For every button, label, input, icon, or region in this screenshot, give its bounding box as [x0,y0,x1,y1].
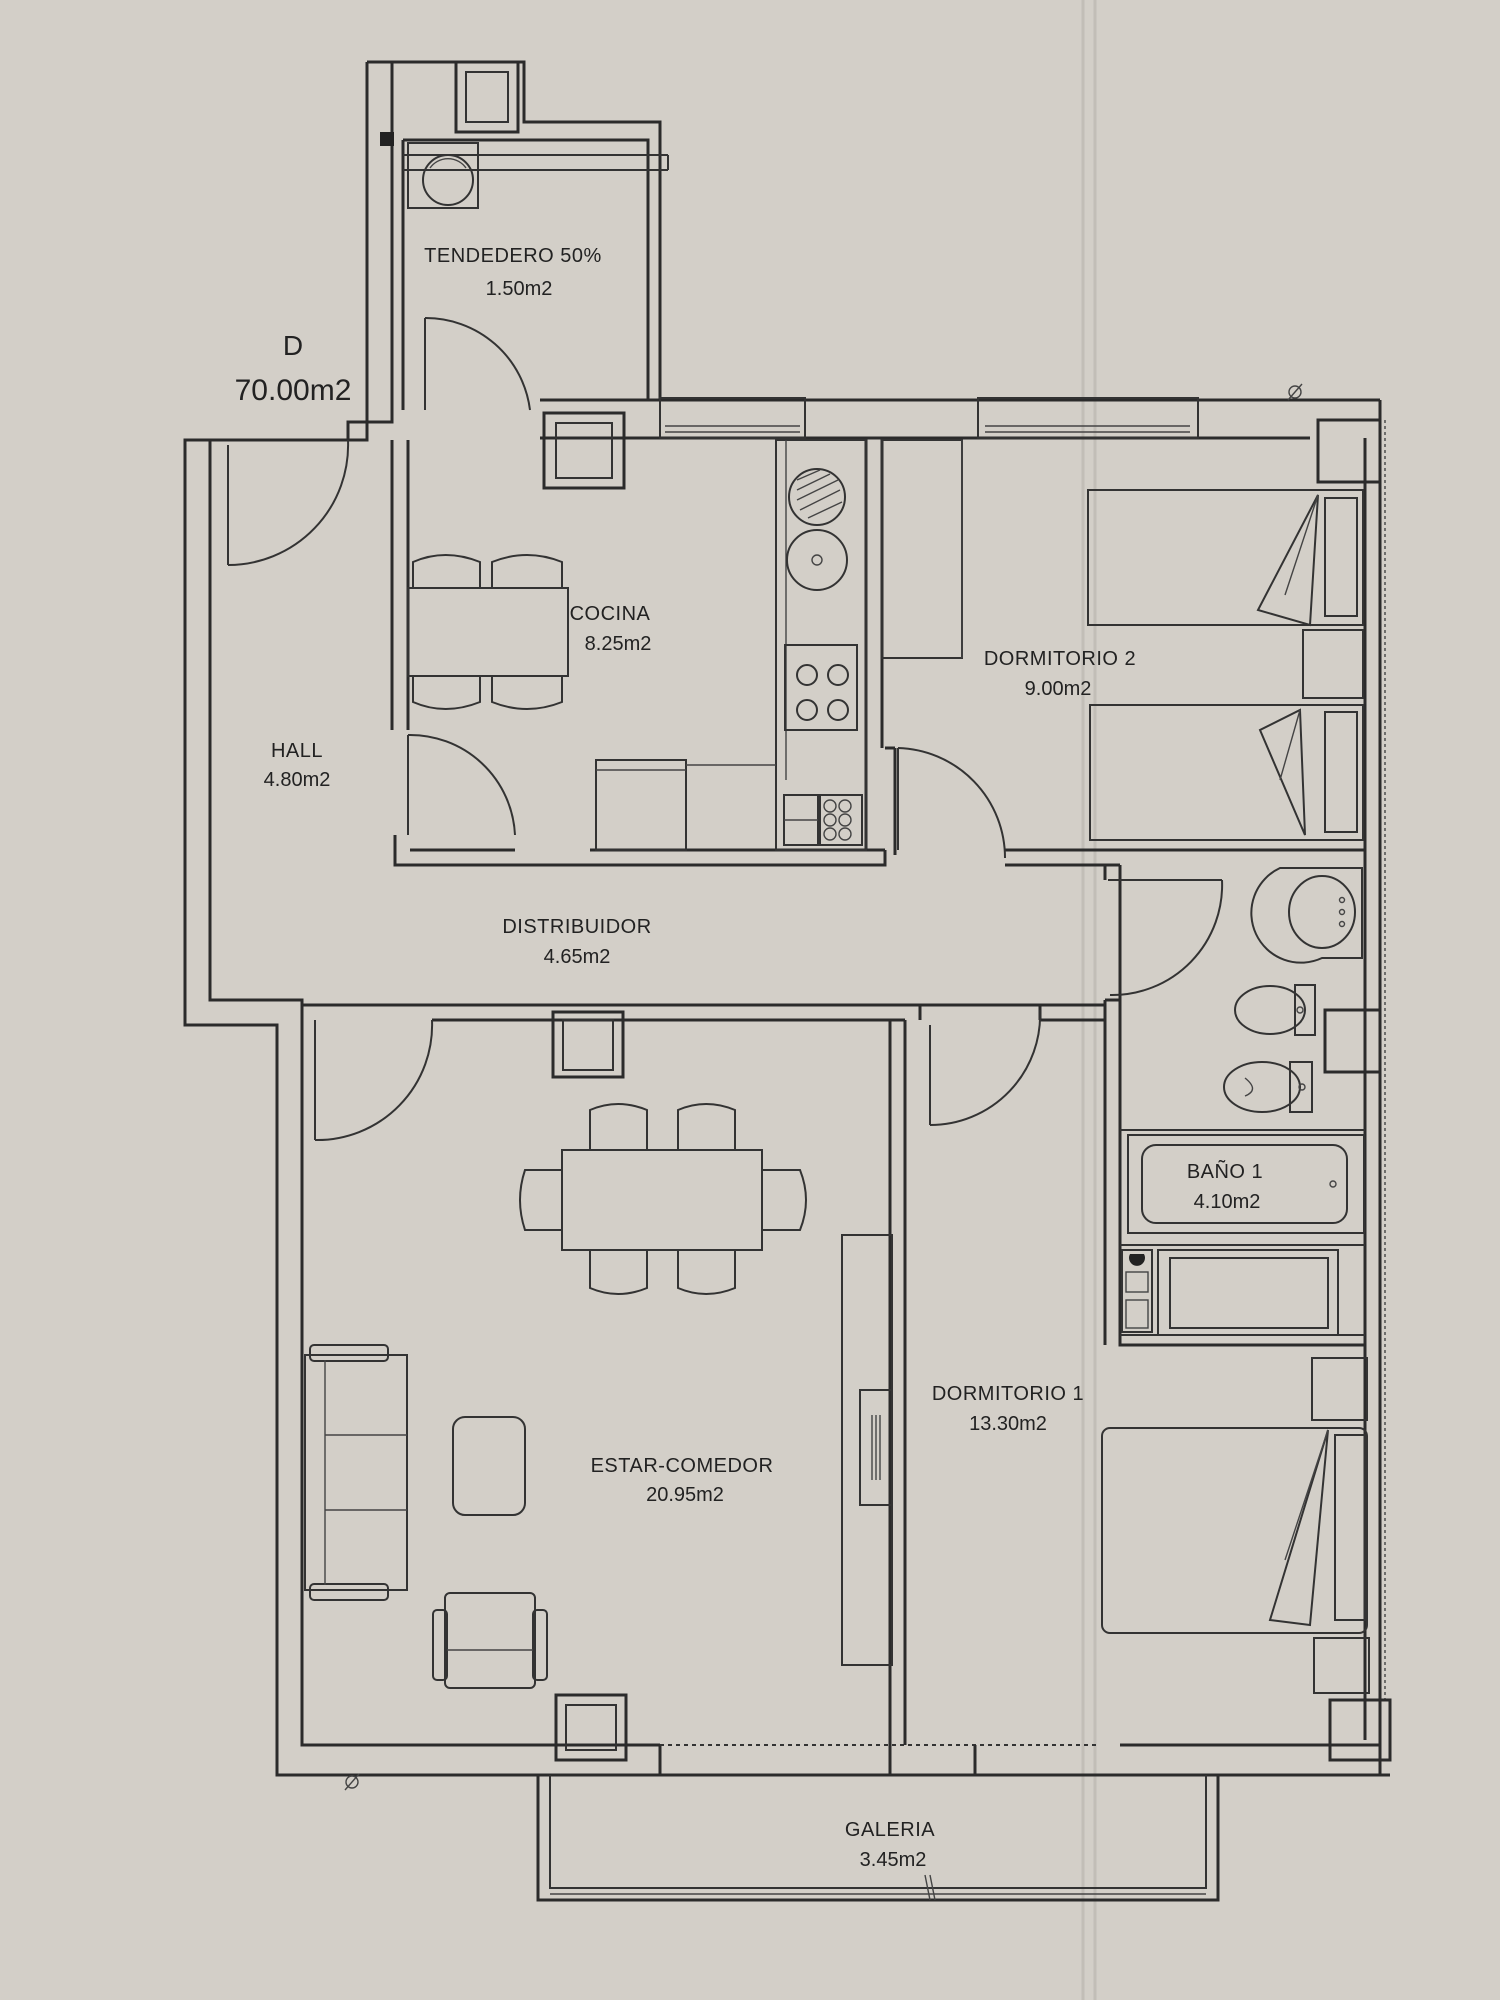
unit-letter: D [283,330,303,361]
room-name-cocina: COCINA [570,603,651,625]
room-area-hall: 4.80m2 [264,769,331,791]
armchair-icon [432,1592,548,1689]
washbasin-icon [1250,867,1363,964]
room-name-estar-comedor: ESTAR-COMEDOR [591,1455,774,1477]
bathtub-icon [1127,1134,1365,1234]
section-marker-icon [344,383,1303,1791]
room-area-cocina: 8.25m2 [585,633,652,655]
room-name-bano-1: BAÑO 1 [1187,1159,1263,1183]
nightstand-icon-2 [1311,1357,1368,1421]
exterior-walls [183,60,1390,1777]
room-area-estar-comedor: 20.95m2 [646,1484,724,1506]
wardrobe-dorm2 [881,439,963,659]
bidet-icon [1234,984,1316,1036]
coffee-table [452,1416,526,1516]
room-area-galeria: 3.45m2 [860,1849,927,1871]
room-name-galeria: GALERIA [845,1819,935,1841]
toilet-icon [1223,1061,1313,1113]
nightstand-icon-3 [1313,1637,1370,1694]
nightstand-icon [1302,629,1364,699]
unit-total-area: 70.00m2 [235,374,352,407]
room-name-hall: HALL [271,740,323,762]
kitchen-table [407,554,569,710]
room-area-distribuidor: 4.65m2 [544,946,611,968]
sink-icon [786,468,848,591]
room-name-dormitorio-1: DORMITORIO 1 [932,1383,1084,1405]
windows [659,397,1199,439]
fridge-icon [595,759,776,851]
doors [227,316,1224,1142]
bed-icon-2 [1089,704,1364,841]
room-area-bano-1: 4.10m2 [1194,1191,1261,1213]
room-area-dormitorio-2: 9.00m2 [1025,678,1092,700]
double-bed-icon [1101,1427,1368,1634]
sofa-icon [304,1344,408,1601]
interior-walls [300,438,1365,1745]
wardrobe-dorm1 [1157,1249,1339,1336]
tv-cabinet [841,1234,893,1666]
appliance-icon [783,794,863,846]
washing-machine-icon [407,142,479,209]
room-name-distribuidor: DISTRIBUIDOR [502,916,651,938]
room-name-tendedero: TENDEDERO 50% [424,245,602,267]
heater-icon [1121,1249,1153,1333]
dining-table [519,1103,807,1295]
galeria-balcony [536,1775,1220,1902]
stove-icon [784,644,858,731]
bed-icon [1087,489,1364,627]
structural-pillars [454,60,1392,1762]
boiler-icon [380,132,394,146]
room-area-tendedero: 1.50m2 [486,278,553,300]
room-area-dormitorio-1: 13.30m2 [969,1413,1047,1435]
room-name-dormitorio-2: DORMITORIO 2 [984,648,1136,670]
